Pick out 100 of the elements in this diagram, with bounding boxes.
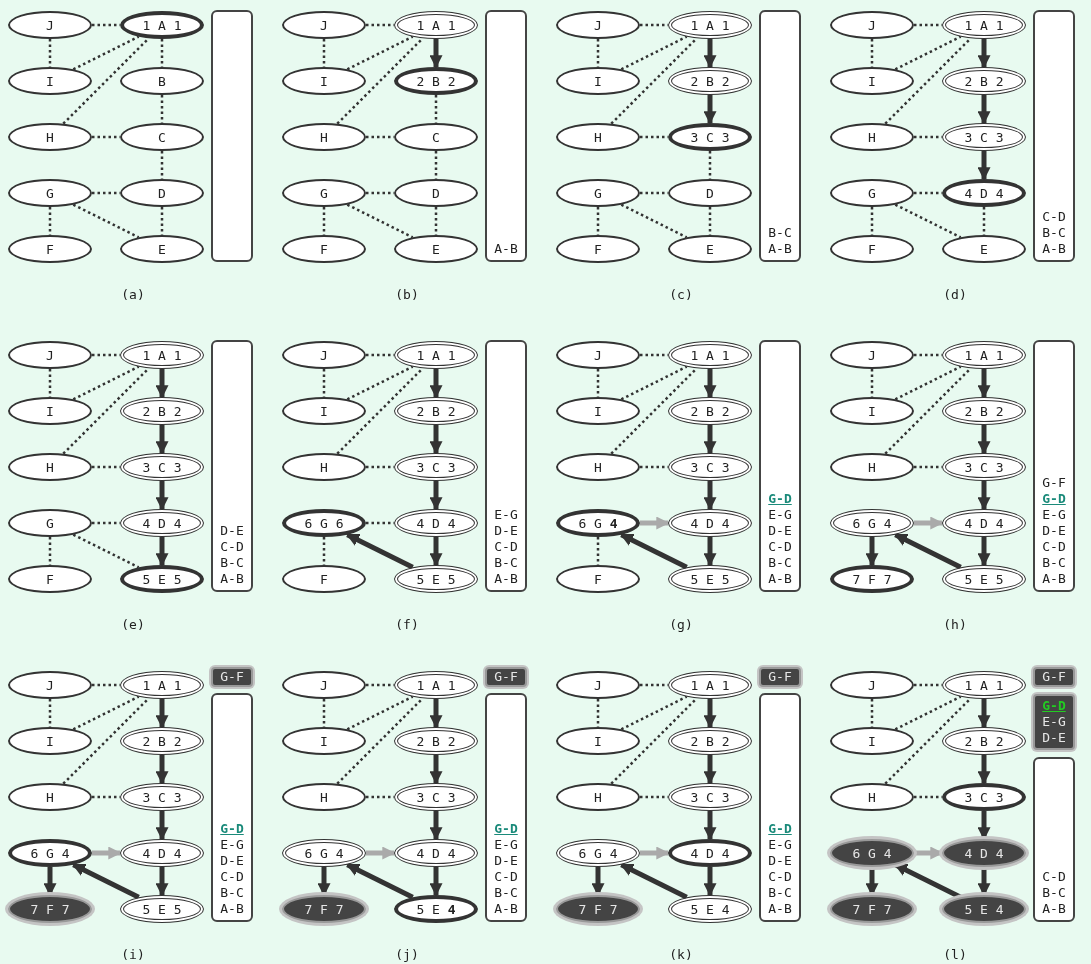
graph-node: J bbox=[556, 671, 640, 699]
arrow bbox=[155, 867, 169, 897]
stack-entry: A-B bbox=[768, 901, 792, 917]
stack-entry: A-B bbox=[1042, 241, 1066, 257]
graph-node: D bbox=[668, 179, 752, 207]
component-box bbox=[1033, 667, 1075, 687]
graph-node: F bbox=[8, 565, 92, 593]
dotted-edge bbox=[596, 537, 600, 565]
arrow bbox=[703, 755, 717, 785]
stack-entry: E-G bbox=[1042, 507, 1066, 523]
panel-caption: (j) bbox=[394, 947, 420, 962]
dotted-edge bbox=[640, 191, 668, 195]
graph-node: G bbox=[556, 179, 640, 207]
graph-node: I bbox=[8, 67, 92, 95]
visited-node: 2 B 2 bbox=[942, 67, 1026, 95]
stack-entry: D-E bbox=[768, 523, 792, 539]
graph-node: I bbox=[830, 397, 914, 425]
stack-entry: G-D bbox=[220, 821, 244, 837]
arrow bbox=[640, 516, 670, 530]
stack-entry: G-F bbox=[768, 669, 792, 685]
graph-node: J bbox=[830, 11, 914, 39]
graph-node: H bbox=[830, 783, 914, 811]
component-box bbox=[759, 667, 801, 687]
stack-entry: D-E bbox=[1042, 523, 1066, 539]
dotted-edge bbox=[366, 521, 394, 525]
visited-node: 5 E 5 bbox=[120, 895, 204, 923]
graph-node: I bbox=[556, 67, 640, 95]
stack-entry: A-B bbox=[768, 241, 792, 257]
stack-box bbox=[211, 10, 253, 262]
visited-node: 2 B 2 bbox=[942, 397, 1026, 425]
visited-node: 1 A 1 bbox=[394, 341, 478, 369]
dotted-edge bbox=[640, 465, 668, 469]
arrow bbox=[429, 755, 443, 785]
graph-node: I bbox=[830, 727, 914, 755]
arrow bbox=[155, 755, 169, 785]
dotted-edge bbox=[366, 191, 394, 195]
dotted-edge bbox=[870, 369, 874, 397]
graph-node: F bbox=[830, 235, 914, 263]
visited-node: 5 E 4 bbox=[668, 895, 752, 923]
component-box bbox=[1033, 694, 1075, 750]
dotted-edge bbox=[982, 207, 986, 235]
arrow bbox=[429, 699, 443, 729]
visited-node: 3 C 3 bbox=[942, 123, 1026, 151]
visited-node: 3 C 3 bbox=[394, 453, 478, 481]
arrow bbox=[977, 95, 991, 125]
dotted-edge bbox=[914, 23, 942, 27]
stack-entry: D-E bbox=[220, 853, 244, 869]
graph-node: J bbox=[830, 671, 914, 699]
graph-node: J bbox=[830, 341, 914, 369]
arrow bbox=[977, 151, 991, 181]
stack-box bbox=[759, 340, 801, 592]
dotted-edge bbox=[160, 207, 164, 235]
arrow bbox=[703, 537, 717, 567]
graph-node: J bbox=[8, 341, 92, 369]
arrow bbox=[429, 369, 443, 399]
stack-entry: D-E bbox=[494, 853, 518, 869]
graph-node: H bbox=[556, 123, 640, 151]
component-node: 7 F 7 bbox=[282, 895, 366, 923]
graph-node: H bbox=[8, 453, 92, 481]
stack-entry: C-D bbox=[768, 869, 792, 885]
stack-entry: B-C bbox=[494, 885, 518, 901]
arrow bbox=[977, 39, 991, 69]
graph-node: H bbox=[830, 123, 914, 151]
graph-node: H bbox=[282, 783, 366, 811]
stack-entry: A-B bbox=[1042, 571, 1066, 587]
dotted-edge bbox=[366, 353, 394, 357]
visited-node: 2 B 2 bbox=[668, 67, 752, 95]
dotted-edge bbox=[92, 465, 120, 469]
stack-entry: C-D bbox=[220, 869, 244, 885]
arrow bbox=[155, 699, 169, 729]
arrow bbox=[977, 369, 991, 399]
dotted-edge bbox=[914, 795, 942, 799]
stack-entry: G-D bbox=[494, 821, 518, 837]
stack-box bbox=[759, 10, 801, 262]
graph-node: D bbox=[394, 179, 478, 207]
dotted-edge bbox=[62, 37, 150, 125]
arrow bbox=[155, 811, 169, 841]
dotted-edge bbox=[884, 37, 972, 125]
stack-box bbox=[485, 10, 527, 262]
visited-node: 1 A 1 bbox=[668, 11, 752, 39]
graph-node: I bbox=[8, 727, 92, 755]
dotted-edge bbox=[870, 39, 874, 67]
graph-node: E bbox=[120, 235, 204, 263]
dotted-edge bbox=[640, 23, 668, 27]
visited-node: 5 E 5 bbox=[394, 565, 478, 593]
stack-box bbox=[485, 340, 527, 592]
dotted-edge bbox=[160, 95, 164, 123]
dotted-edge bbox=[596, 39, 600, 67]
graph-node: H bbox=[8, 123, 92, 151]
graph-node: F bbox=[282, 565, 366, 593]
arrow bbox=[429, 39, 443, 69]
visited-node: 4 D 4 bbox=[120, 839, 204, 867]
panel-caption: (k) bbox=[668, 947, 694, 962]
dotted-edge bbox=[596, 699, 600, 727]
dotted-edge bbox=[610, 697, 698, 785]
arrow bbox=[703, 867, 717, 897]
panel-caption: (l) bbox=[942, 947, 968, 962]
arrow bbox=[977, 699, 991, 729]
graph-node: H bbox=[556, 783, 640, 811]
dotted-edge bbox=[48, 537, 52, 565]
